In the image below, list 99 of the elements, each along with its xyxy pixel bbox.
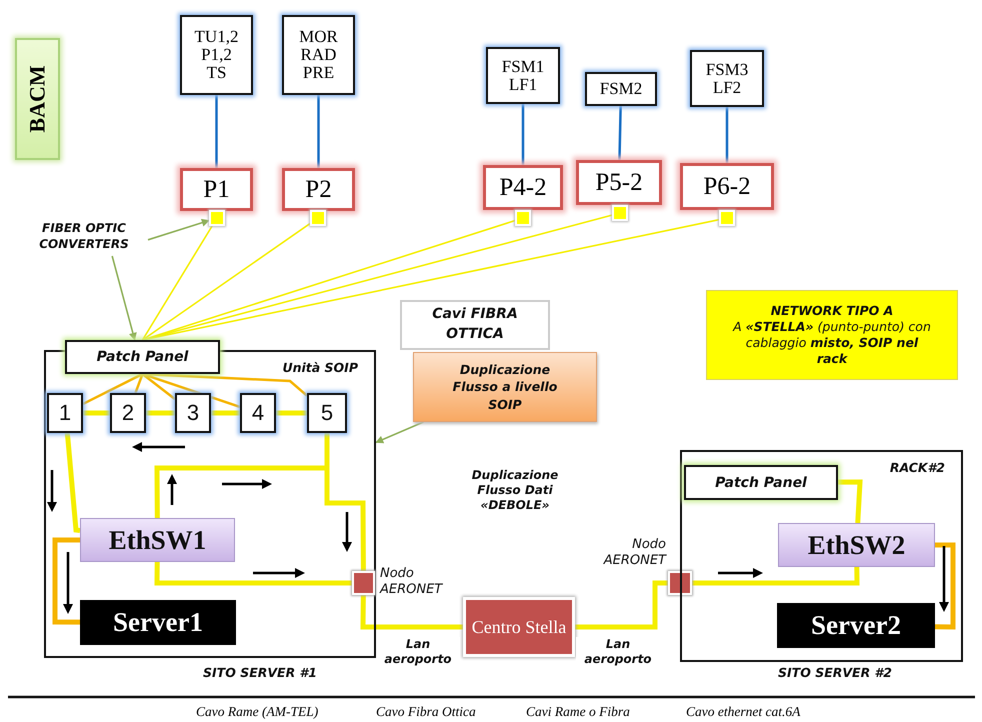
legend-text: Cavo Rame (AM-TEL) xyxy=(196,704,318,720)
converter-square xyxy=(719,210,735,226)
port-number: 3 xyxy=(186,400,200,426)
cable-line xyxy=(154,562,352,586)
port-box xyxy=(240,393,276,433)
switch-label: EthSW2 xyxy=(808,530,906,560)
rack-label: RACK#2 xyxy=(890,460,945,475)
station-label: P1 xyxy=(203,176,230,204)
sensor-box xyxy=(585,72,657,106)
cable-line xyxy=(142,373,176,400)
station-box xyxy=(282,168,355,211)
switch-box xyxy=(778,523,935,567)
cable-label: Cavi FIBRA OTTICA xyxy=(431,305,519,344)
server-box xyxy=(777,603,935,648)
cable-line xyxy=(934,542,956,630)
cable-line xyxy=(64,432,80,533)
switch-box xyxy=(80,518,235,562)
station-label: P4-2 xyxy=(499,174,547,202)
converter-square xyxy=(515,210,531,226)
sensor-box xyxy=(180,15,253,95)
converter-square xyxy=(209,210,225,226)
cable-line xyxy=(317,95,320,168)
node-caption: Nodo AERONET xyxy=(602,537,666,570)
cable-line xyxy=(142,226,213,340)
patch-panel-label: Patch Panel xyxy=(96,349,188,365)
cable-line xyxy=(276,410,307,416)
sensor-box xyxy=(486,47,560,104)
port-box xyxy=(175,393,211,433)
legend-text: Cavo Fibra Ottica xyxy=(376,704,476,720)
port-box xyxy=(47,393,83,433)
network-node-square xyxy=(668,571,692,595)
cable-line xyxy=(215,95,218,168)
converter-square xyxy=(310,210,326,226)
cable-label-box xyxy=(400,300,550,350)
node-caption: SITO SERVER #1 xyxy=(202,665,318,681)
network-node-square xyxy=(352,571,375,595)
rack-frame xyxy=(44,350,376,658)
sensor-label: TU1,2 P1,2 TS xyxy=(194,28,240,82)
cable-line xyxy=(146,410,175,416)
cable-line xyxy=(726,107,728,163)
note-text: A «STELLA» (punto-punto) con cablaggio misto, SOIP nel rack xyxy=(732,318,932,368)
sensor-label: FSM2 xyxy=(598,80,644,98)
station-box xyxy=(680,163,774,210)
cable-line xyxy=(211,410,240,416)
sensor-label: FSM3 LF2 xyxy=(704,60,750,96)
station-label: P5-2 xyxy=(595,168,643,196)
station-label: P2 xyxy=(305,176,332,204)
hub-box xyxy=(463,597,575,657)
cable-line xyxy=(52,538,80,625)
port-number: 4 xyxy=(252,400,264,426)
note-box xyxy=(706,290,958,380)
patch-panel-box xyxy=(684,465,838,500)
legend-text: Cavi Rame o Fibra xyxy=(526,704,630,720)
port-number: 5 xyxy=(320,400,334,426)
cable-line xyxy=(82,372,144,406)
callout-text: Duplicazione Flusso a livello SOIP xyxy=(452,360,558,414)
sensor-label: FSM1 LF1 xyxy=(500,58,546,94)
note-title: NETWORK TIPO A xyxy=(770,302,894,319)
leader-arrow xyxy=(148,218,210,241)
station-label: P6-2 xyxy=(703,172,751,200)
port-number: 2 xyxy=(122,400,134,426)
sensor-box xyxy=(690,50,764,107)
station-box xyxy=(576,160,662,205)
server-label: Server1 xyxy=(113,607,203,638)
cable-line xyxy=(618,106,622,160)
leader-arrow xyxy=(111,256,137,341)
cable-line xyxy=(522,104,524,165)
cable-line xyxy=(142,222,310,341)
rack-frame xyxy=(680,450,963,662)
server-label: Server2 xyxy=(811,610,901,641)
port-box xyxy=(307,393,347,433)
patch-panel-box xyxy=(65,340,220,374)
port-box xyxy=(110,393,146,433)
system-label-box xyxy=(15,38,60,160)
cable-line xyxy=(838,479,863,524)
leader-arrow xyxy=(375,421,424,444)
cable-line xyxy=(83,410,110,416)
node-caption: Nodo AERONET xyxy=(380,566,444,598)
cable-line xyxy=(692,566,860,586)
station-box xyxy=(180,168,253,211)
rack-label: Unità SOIP xyxy=(282,360,358,375)
flow-note: Duplicazione Flusso Dati «DEBOLE» xyxy=(470,468,560,513)
port-number: 1 xyxy=(58,400,72,426)
legend-text: Cavo ethernet cat.6A xyxy=(686,704,800,720)
cable-line xyxy=(134,374,144,394)
converter-square xyxy=(612,205,628,221)
patch-panel-label: Patch Panel xyxy=(715,474,807,490)
node-caption: SITO SERVER #2 xyxy=(777,665,893,681)
sensor-label: MOR RAD PRE xyxy=(298,28,339,82)
switch-label: EthSW1 xyxy=(108,524,206,556)
cable-line xyxy=(575,580,668,630)
callout-box xyxy=(413,352,597,422)
annotation-text: FIBER OPTIC CONVERTERS xyxy=(20,220,148,256)
hub-label: Centro Stella xyxy=(472,616,566,638)
station-box xyxy=(483,165,563,210)
sensor-box xyxy=(282,15,355,95)
server-box xyxy=(80,600,236,645)
system-label: BACM xyxy=(24,65,50,133)
cable-line xyxy=(360,594,463,630)
